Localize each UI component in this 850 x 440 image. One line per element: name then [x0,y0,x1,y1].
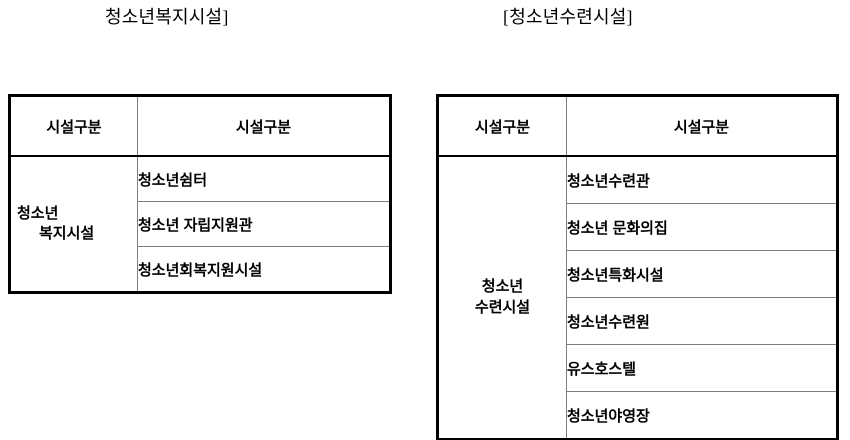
training-group-label: 청소년 수련시설 [437,155,567,440]
training-facility-table: 시설구분 시설구분 청소년 수련시설 청소년수련관 청소년 문화의집 청소년특화… [437,95,838,440]
welfare-item-2: 청소년회복지원시설 [137,246,391,293]
table-row: 청소년수련원 [438,297,838,345]
training-item-0: 청소년수련관 [566,155,838,204]
training-group-label-line2: 수련시설 [474,298,531,316]
welfare-group-label: 청소년 복지시설 [9,155,138,293]
welfare-table-body: 청소년 복지시설 청소년쉼터 청소년 자립지원관 청소년회복지원시설 [9,155,391,293]
welfare-item-0: 청소년쉼터 [137,155,391,202]
training-header-category: 시설구분 [437,95,567,157]
welfare-group-label-line1: 청소년 [17,204,59,222]
training-item-5: 청소년야영장 [566,391,838,440]
table-row: 청소년회복지원시설 [10,246,391,293]
welfare-header-row: 시설구분 시설구분 [9,95,391,157]
training-header-row: 시설구분 시설구분 [437,95,838,157]
table-row: 유스호스텔 [438,344,838,392]
welfare-header-facility: 시설구분 [137,95,391,157]
welfare-facility-table: 시설구분 시설구분 청소년 복지시설 청소년쉼터 청소년 자립지원관 청소년회복… [9,95,391,293]
training-group-label-line1: 청소년 [481,278,524,296]
table-row: 청소년 복지시설 청소년쉼터 [9,155,391,293]
table-row: 청소년특화시설 [438,250,838,298]
table-row: 청소년 수련시설 청소년수련관 [437,155,838,440]
training-item-4: 유스호스텔 [566,344,838,392]
table-row: 청소년야영장 [438,391,838,440]
training-table-title: [청소년수련시설] [503,7,633,27]
welfare-group-label-line2: 복지시설 [39,225,95,242]
training-item-3: 청소년수련원 [566,297,838,345]
welfare-table-title: 청소년복지시설] [105,7,229,27]
training-item-2: 청소년특화시설 [566,250,838,298]
training-item-1: 청소년 문화의집 [566,203,838,251]
welfare-item-1: 청소년 자립지원관 [137,201,391,247]
training-header-facility: 시설구분 [566,95,838,157]
training-table-head: 시설구분 시설구분 [437,95,838,157]
table-row: 청소년 자립지원관 [10,201,391,247]
training-table-body: 청소년 수련시설 청소년수련관 청소년 문화의집 청소년특화시설 청소년수련원 … [437,155,838,440]
welfare-table-head: 시설구분 시설구분 [9,95,391,157]
welfare-header-category: 시설구분 [9,95,138,157]
